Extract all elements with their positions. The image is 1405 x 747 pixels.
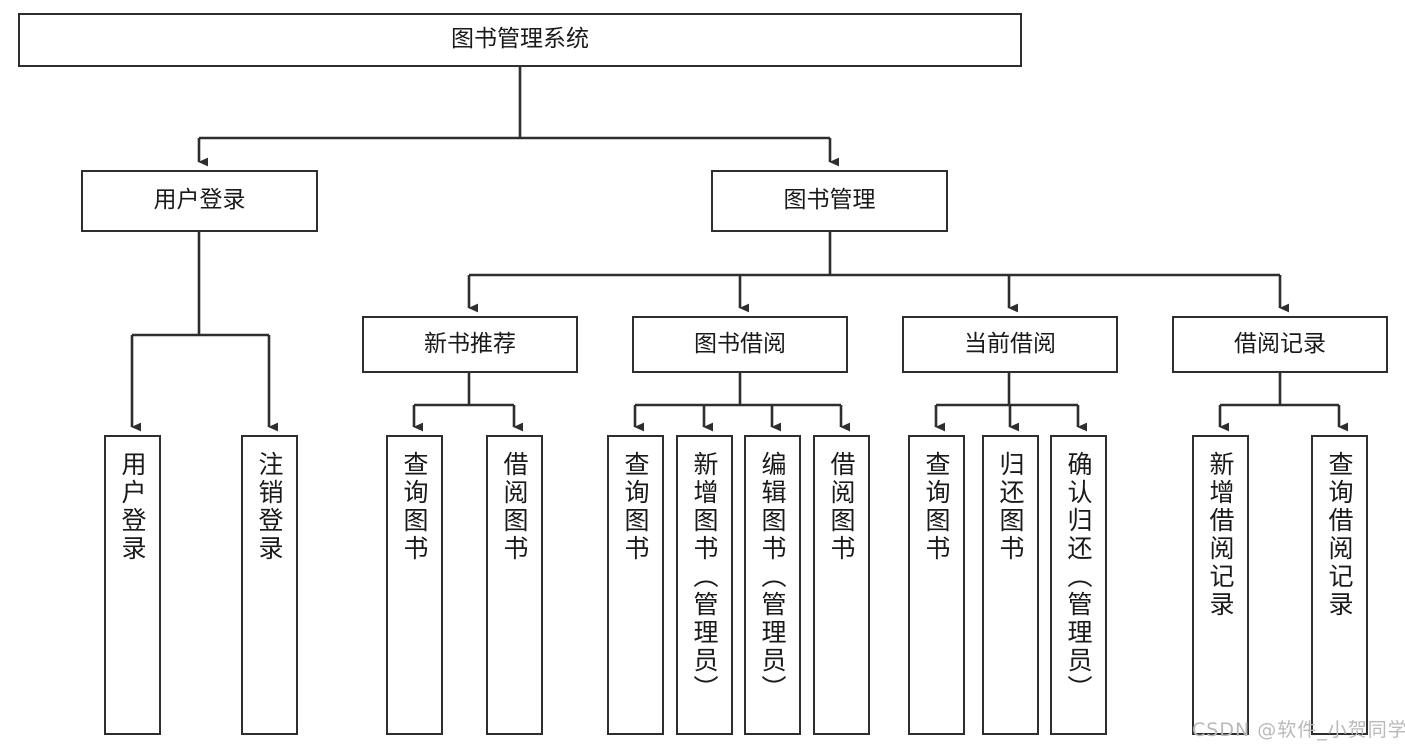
- leaf-user-logout[interactable]: 注销登录: [241, 435, 298, 735]
- leaf-user-logout-label: 注销登录: [255, 451, 284, 563]
- root-node-label: 图书管理系统: [451, 26, 589, 53]
- node-book-management[interactable]: 图书管理: [711, 170, 948, 232]
- node-new-book-recommend[interactable]: 新书推荐: [362, 316, 578, 373]
- node-current-borrow[interactable]: 当前借阅: [902, 316, 1118, 373]
- leaf-user-login-label: 用户登录: [118, 451, 147, 563]
- node-book-borrow-label: 图书借阅: [694, 330, 786, 357]
- leaf-query-book-rec-label: 查询图书: [400, 451, 429, 563]
- leaf-query-book-rec[interactable]: 查询图书: [386, 435, 443, 735]
- leaf-add-book-admin-label: 新增图书（管理员）: [690, 451, 719, 703]
- node-user-login[interactable]: 用户登录: [81, 170, 318, 232]
- leaf-return-book-label: 归还图书: [996, 451, 1025, 563]
- leaf-add-borrow-record[interactable]: 新增借阅记录: [1192, 435, 1249, 735]
- node-borrow-record-label: 借阅记录: [1234, 330, 1326, 357]
- root-node[interactable]: 图书管理系统: [18, 13, 1022, 67]
- leaf-add-borrow-record-label: 新增借阅记录: [1206, 451, 1235, 619]
- node-user-login-label: 用户登录: [153, 187, 246, 214]
- leaf-query-book-borrow[interactable]: 查询图书: [607, 435, 664, 735]
- node-book-borrow[interactable]: 图书借阅: [632, 316, 848, 373]
- leaf-query-book-current[interactable]: 查询图书: [908, 435, 965, 735]
- leaf-edit-book-admin-label: 编辑图书（管理员）: [758, 451, 787, 703]
- leaf-query-borrow-record[interactable]: 查询借阅记录: [1311, 435, 1368, 735]
- leaf-borrow-book-borrow[interactable]: 借阅图书: [813, 435, 870, 735]
- leaf-add-book-admin[interactable]: 新增图书（管理员）: [676, 435, 733, 735]
- leaf-return-book[interactable]: 归还图书: [982, 435, 1039, 735]
- node-current-borrow-label: 当前借阅: [964, 330, 1056, 357]
- leaf-borrow-book-borrow-label: 借阅图书: [827, 451, 856, 563]
- leaf-borrow-book-rec-label: 借阅图书: [500, 451, 529, 563]
- leaf-user-login[interactable]: 用户登录: [104, 435, 161, 735]
- leaf-confirm-return-admin-label: 确认归还（管理员）: [1064, 451, 1093, 703]
- leaf-borrow-book-rec[interactable]: 借阅图书: [486, 435, 543, 735]
- leaf-query-book-current-label: 查询图书: [922, 451, 951, 563]
- leaf-confirm-return-admin[interactable]: 确认归还（管理员）: [1050, 435, 1107, 735]
- node-new-book-recommend-label: 新书推荐: [424, 330, 516, 357]
- leaf-edit-book-admin[interactable]: 编辑图书（管理员）: [744, 435, 801, 735]
- leaf-query-book-borrow-label: 查询图书: [621, 451, 650, 563]
- node-borrow-record[interactable]: 借阅记录: [1172, 316, 1388, 373]
- leaf-query-borrow-record-label: 查询借阅记录: [1325, 451, 1354, 619]
- connector-group: [130, 67, 1349, 432]
- node-book-management-label: 图书管理: [783, 187, 876, 214]
